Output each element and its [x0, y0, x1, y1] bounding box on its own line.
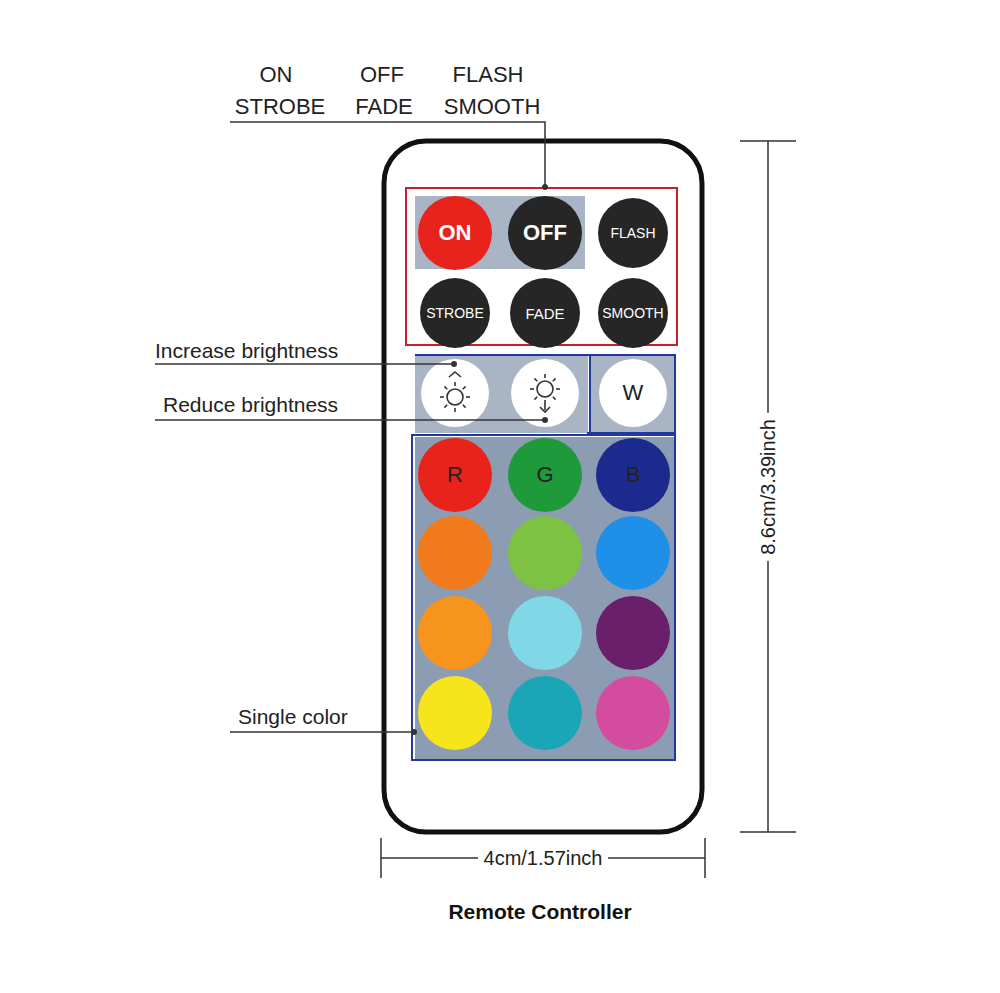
on-button: ON [418, 196, 492, 270]
dimension-label: 4cm/1.57inch [478, 846, 609, 870]
flash-button: FLASH [598, 198, 668, 268]
mode-label: STROBE [235, 94, 325, 120]
mode-label: FLASH [453, 62, 524, 88]
mode-label: FADE [355, 94, 412, 120]
button-label: B [626, 462, 641, 488]
callout-label: Reduce brightness [163, 392, 338, 417]
button-label: ON [439, 220, 472, 246]
button-label: SMOOTH [602, 305, 663, 321]
button-label: R [447, 462, 463, 488]
button-label: STROBE [426, 305, 484, 321]
off-button: OFF [508, 196, 582, 270]
callout-label: Increase brightness [155, 338, 338, 363]
button-label: FADE [525, 305, 564, 322]
mode-label: SMOOTH [444, 94, 541, 120]
white-button: W [599, 359, 667, 427]
button-label: G [536, 462, 553, 488]
dimension-label: 8.6cm/3.39inch [756, 413, 780, 561]
callout-label: Single color [238, 704, 348, 729]
blue-button: B [596, 438, 670, 512]
caption: Remote Controller [448, 900, 631, 924]
red-button: R [418, 438, 492, 512]
button-label: W [623, 380, 644, 406]
mode-label: OFF [360, 62, 404, 88]
button-label: OFF [523, 220, 567, 246]
button-label: FLASH [610, 225, 655, 241]
mode-label: ON [260, 62, 293, 88]
strobe-button: STROBE [420, 278, 490, 348]
green-button: G [508, 438, 582, 512]
fade-button: FADE [510, 278, 580, 348]
smooth-button: SMOOTH [598, 278, 668, 348]
